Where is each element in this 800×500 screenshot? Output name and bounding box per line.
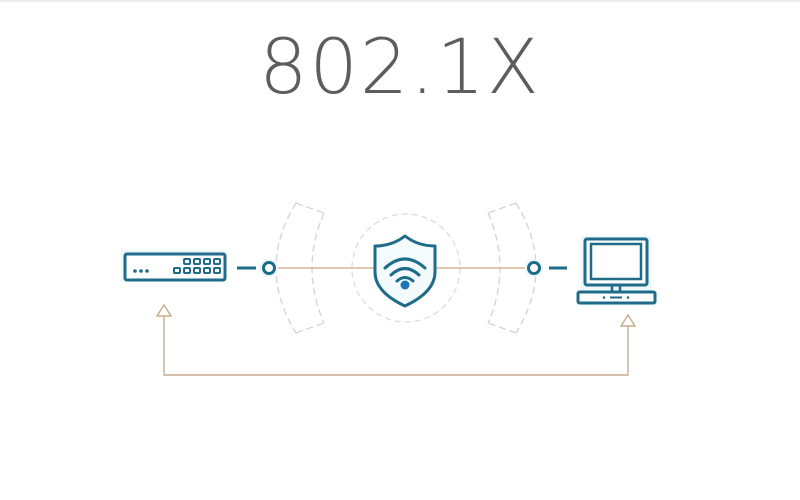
left-port-connector	[237, 259, 278, 277]
port-circle-icon	[262, 261, 276, 275]
right-port-connector	[525, 259, 567, 277]
top-border	[0, 0, 800, 2]
page-title: 802.1X	[259, 22, 541, 111]
arrow-up-left-icon	[155, 303, 173, 317]
port-circle-icon	[527, 261, 541, 275]
wifi-icon	[383, 257, 427, 283]
arrow-up-right-icon	[619, 313, 637, 327]
feedback-path	[163, 315, 629, 376]
network-switch-icon	[121, 250, 227, 282]
desktop-computer-icon	[576, 236, 657, 306]
shield-wifi-icon	[373, 234, 437, 308]
